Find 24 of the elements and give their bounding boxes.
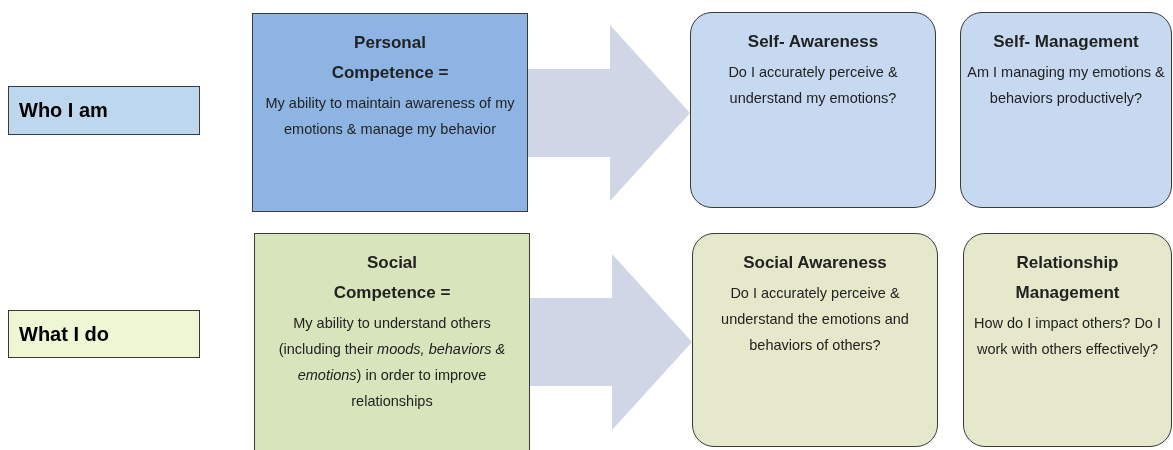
rounded-box bbox=[690, 12, 936, 208]
row-label: What I do bbox=[19, 322, 109, 346]
box-description: My ability to understand others (including their moods, behaviors & emotions) in order to improve relationships bbox=[277, 314, 507, 411]
box-heading: Relationship Management bbox=[1014, 252, 1121, 304]
box-heading: Personal Competence = bbox=[330, 32, 450, 84]
rounded-box bbox=[692, 233, 938, 447]
box-description: Am I managing my emotions & behaviors productively? bbox=[967, 63, 1165, 108]
box-description: Do I accurately perceive & understand my emotions? bbox=[727, 63, 899, 108]
rounded-box bbox=[963, 233, 1172, 447]
concept-box bbox=[252, 13, 528, 212]
box-heading: Self- Awareness bbox=[747, 31, 879, 53]
rounded-box bbox=[960, 12, 1172, 208]
box-description: Do I accurately perceive & understand the emotions and behaviors of others? bbox=[720, 284, 910, 355]
box-heading: Self- Management bbox=[993, 31, 1139, 53]
concept-box bbox=[254, 233, 530, 450]
block-arrow bbox=[530, 254, 692, 430]
box-heading: Social Competence = bbox=[332, 252, 452, 304]
box-description: My ability to maintain awareness of my emotions & manage my behavior bbox=[264, 94, 516, 139]
box-description: How do I impact others? Do I work with others effectively? bbox=[973, 314, 1162, 359]
block-arrow bbox=[528, 25, 690, 201]
row-label-box bbox=[8, 310, 200, 358]
row-label: Who I am bbox=[19, 99, 108, 122]
box-heading: Social Awareness bbox=[743, 252, 887, 274]
row-label-box bbox=[8, 86, 200, 135]
